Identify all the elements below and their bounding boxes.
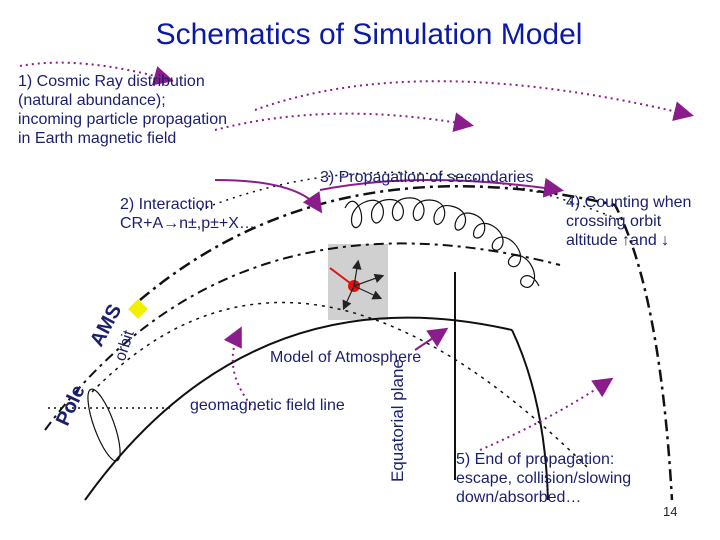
slide-title: Schematics of Simulation Model [155,18,583,51]
atmosphere-boundary-arc [44,242,561,431]
step5-label: 5) End of propagation: escape, collision… [456,451,632,506]
step2-label: 2) Interaction CR+A→n±,p±+X… [120,196,255,232]
page-number: 14 [663,504,678,519]
atmosphere-label: Model of Atmosphere [270,349,422,366]
step1-label: 1) Cosmic Ray distribution (natural abun… [18,73,228,147]
step4-label: 4) Counting when crossing orbit altitude… [566,194,692,249]
arrow-incoming-cr-top [254,80,694,121]
arrow-to-field-line [223,326,256,411]
arrow-atmosphere [414,327,449,351]
step3-label: 3) Propagation of secondaries [320,169,534,186]
arrow-cr-descending [214,179,323,214]
earth-outline-right [511,329,549,501]
spiral-trajectory [344,197,540,288]
arrow-secondaries [319,177,564,198]
arrow-cr-center [214,112,474,133]
pole-ellipse [87,388,121,462]
interaction-vertex [329,259,385,311]
geomagnetic-field-line [91,301,591,471]
field-line-label: geomagnetic field line [190,397,345,414]
ams-detector [128,299,148,319]
arrow-incoming-cr-left [19,61,174,86]
arrow-end-propagation [479,377,614,451]
earth-surface-arc [84,316,513,501]
equatorial-plane-label: Equatorial plane [388,359,407,482]
orbit-altitude-arc [139,185,674,501]
